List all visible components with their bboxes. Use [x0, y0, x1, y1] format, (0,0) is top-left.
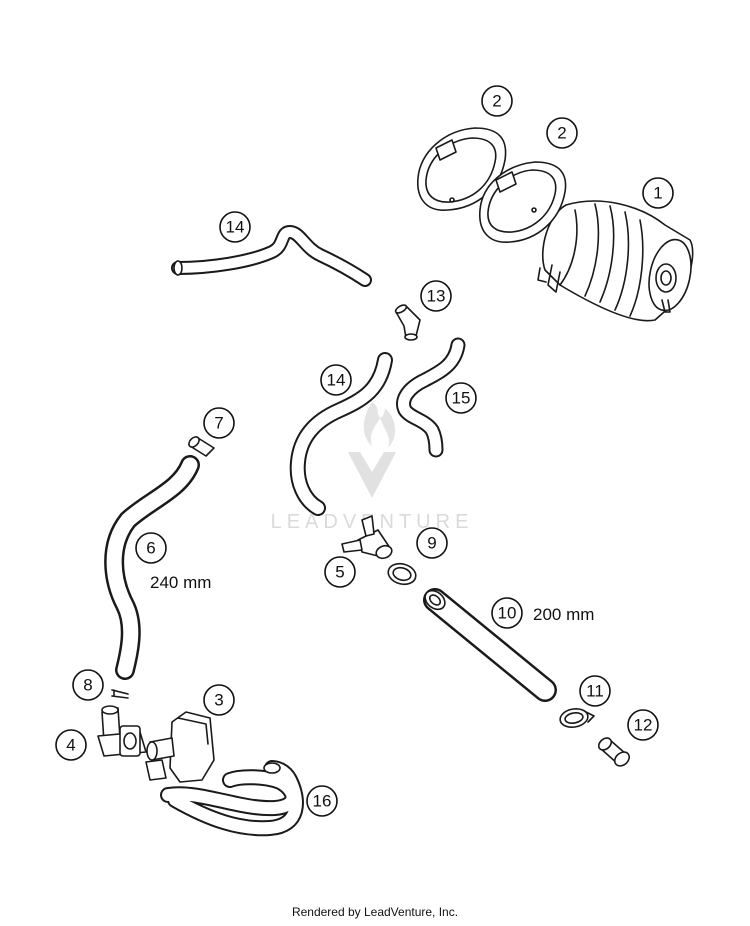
callout-12: 12	[627, 709, 659, 741]
callout-11-label: 11	[586, 682, 604, 701]
part-2-strap-b	[479, 161, 567, 243]
callout-14b-label: 14	[327, 371, 346, 390]
part-1-charcoal-canister	[537, 200, 694, 322]
part-4-valve	[97, 705, 147, 757]
callout-1: 1	[642, 177, 674, 209]
hose-6-length-label: 240 mm	[150, 573, 211, 592]
callout-10: 10	[491, 597, 523, 629]
part-14-hose-middle	[289, 352, 393, 516]
callout-9-label: 9	[427, 534, 436, 553]
part-2-strap-a	[417, 127, 507, 211]
callout-12-label: 12	[634, 716, 653, 735]
callout-1-label: 1	[653, 184, 662, 203]
callout-16-label: 16	[313, 792, 332, 811]
callout-14a-label: 14	[226, 218, 245, 237]
callout-7-label: 7	[214, 414, 223, 433]
part-10-hose	[423, 588, 557, 702]
part-11-clamp	[559, 708, 595, 728]
hose-10-length-label: 200 mm	[533, 605, 594, 624]
part-7-sleeve	[188, 436, 215, 457]
callout-14a: 14	[219, 211, 251, 243]
part-6-hose	[104, 455, 200, 680]
callout-14b: 14	[320, 364, 352, 396]
callout-13-label: 13	[427, 287, 446, 306]
part-8-clip	[111, 689, 129, 699]
part-5-tee-fitting	[341, 515, 393, 560]
callout-9: 9	[416, 527, 448, 559]
callout-10-label: 10	[498, 604, 517, 623]
callout-3-label: 3	[214, 691, 223, 710]
callout-6-label: 6	[146, 539, 155, 558]
callout-3: 3	[203, 684, 235, 716]
callout-16: 16	[306, 785, 338, 817]
callout-15-label: 15	[452, 389, 471, 408]
callout-13: 13	[420, 280, 452, 312]
callout-5-label: 5	[335, 563, 344, 582]
part-12-cap	[597, 737, 631, 767]
part-3-purge-valve	[145, 711, 215, 783]
callout-5: 5	[324, 556, 356, 588]
callout-2b: 2	[546, 117, 578, 149]
callout-8-label: 8	[83, 676, 92, 695]
callout-2a-label: 2	[492, 92, 501, 111]
callout-2a: 2	[481, 85, 513, 117]
callout-11: 11	[579, 675, 611, 707]
callout-6: 6	[135, 532, 167, 564]
callout-8: 8	[72, 669, 104, 701]
part-9-clamp	[387, 562, 417, 586]
part-13-elbow-fitting	[394, 304, 421, 341]
footer-credit: Rendered by LeadVenture, Inc.	[291, 905, 459, 919]
callout-2b-label: 2	[557, 124, 566, 143]
part-14-hose-upper	[171, 225, 372, 287]
callout-4-label: 4	[66, 736, 75, 755]
watermark-v-icon	[348, 452, 396, 498]
part-16-hose	[160, 760, 304, 837]
callout-15: 15	[445, 382, 477, 414]
watermark-flame-icon	[363, 402, 396, 448]
callout-7: 7	[203, 407, 235, 439]
part-15-hose	[396, 337, 466, 458]
callout-4: 4	[55, 729, 87, 761]
